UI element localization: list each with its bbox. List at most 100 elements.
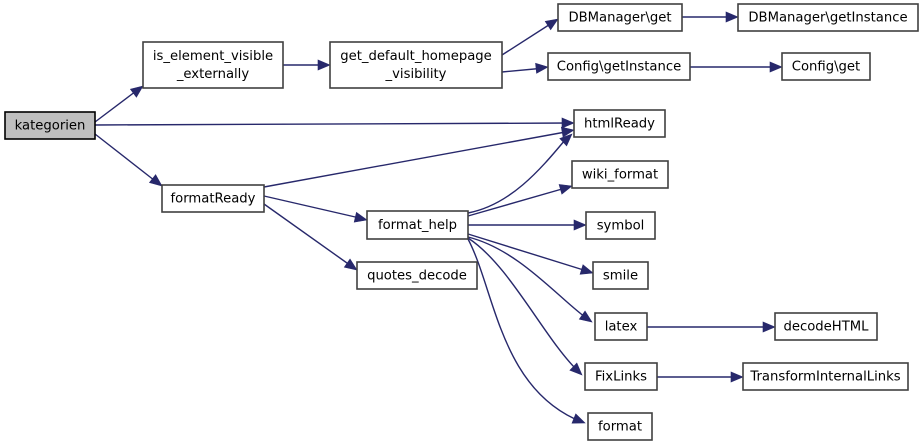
edge-get_default_homepage_visibility-to-config_getinstance [501,62,549,74]
arrowhead-icon [353,211,368,223]
node-label: format_help [378,218,457,233]
node-box[interactable] [737,3,919,32]
arrowhead-icon [569,362,583,376]
node-transforminternallinks[interactable]: TransformInternalLinks [742,362,909,391]
node-box[interactable] [571,160,669,189]
node-label: is_element_visible [153,49,273,64]
node-label: _visibility [385,67,447,82]
node-box[interactable] [4,111,96,140]
arrowhead-icon [317,59,331,71]
arrowhead-icon [148,174,163,187]
arrowhead-icon [560,126,575,138]
edge-kategorien-to-htmlready [94,117,575,129]
node-box[interactable] [366,210,469,240]
edge-kategorien-to-is_element_visible_externally [94,85,144,123]
node-smile[interactable]: smile [592,261,649,290]
node-label: _externally [176,67,250,82]
node-box[interactable] [781,52,871,81]
edge-formatready-to-format_help [263,195,368,223]
node-label: DBManager\getInstance [748,11,907,26]
node-box[interactable] [587,412,653,441]
node-config_getinstance[interactable]: Config\getInstance [547,52,691,81]
node-box[interactable] [592,261,649,290]
node-label: format [598,420,642,435]
node-dbmanager_getinstance[interactable]: DBManager\getInstance [737,3,919,32]
arrowhead-icon [535,62,549,74]
node-box[interactable] [557,3,683,32]
node-label: Config\getInstance [557,60,682,75]
node-decodehtml[interactable]: decodeHTML [774,312,878,341]
arrowhead-icon [762,321,776,333]
node-label: wiki_format [582,168,658,183]
arrowhead-icon [578,310,593,323]
edge-line [263,195,365,220]
node-box[interactable] [356,261,478,290]
node-kategorien[interactable]: kategorien [4,111,96,140]
node-label: DBManager\get [568,11,671,26]
node-latex[interactable]: latex [594,312,648,341]
node-box[interactable] [573,109,666,138]
node-format[interactable]: format [587,412,653,441]
node-box[interactable] [585,211,656,240]
node-label: symbol [597,219,645,234]
node-format_help[interactable]: format_help [366,210,469,240]
node-wiki_format[interactable]: wiki_format [571,160,669,189]
edge-is_element_visible_externally-to-get_default_homepage_visibility [283,59,331,71]
edge-line [263,203,355,269]
arrowhead-icon [571,413,586,424]
node-quotes_decode[interactable]: quotes_decode [356,261,478,290]
node-box[interactable] [594,312,648,341]
arrowhead-icon [561,117,575,129]
edge-format_help-to-latex [467,236,593,323]
node-box[interactable] [584,362,658,391]
node-dbmanager_get[interactable]: DBManager\get [557,3,683,32]
node-fixlinks[interactable]: FixLinks [584,362,658,391]
node-config_get[interactable]: Config\get [781,52,871,81]
edge-line [94,122,572,126]
node-htmlready[interactable]: htmlReady [573,109,666,138]
edge-line [467,237,580,373]
node-label: kategorien [15,119,86,134]
node-box[interactable] [142,41,284,89]
edge-format_help-to-smile [467,233,594,275]
arrowhead-icon [559,133,573,147]
node-formatready[interactable]: formatReady [161,184,265,213]
edge-format_help-to-fixlinks [467,237,583,376]
arrowhead-icon [573,219,587,231]
node-label: smile [603,269,638,284]
edge-line [467,233,591,273]
node-label: latex [605,320,638,335]
arrowhead-icon [558,184,573,195]
edge-format_help-to-htmlready [467,133,573,214]
node-box[interactable] [742,362,909,391]
node-label: htmlReady [584,117,655,132]
edge-line [263,130,572,188]
edge-line [467,238,583,423]
edge-line [501,20,556,56]
arrowhead-icon [769,61,783,73]
edge-get_default_homepage_visibility-to-dbmanager_get [501,18,559,56]
node-label: Config\get [792,60,860,75]
node-label: FixLinks [595,370,647,385]
edge-line [467,236,590,321]
node-box[interactable] [161,184,265,213]
arrowhead-icon [129,85,144,98]
arrowhead-icon [579,264,594,275]
arrowhead-icon [725,11,739,23]
arrowhead-icon [544,18,559,31]
edge-dbmanager_get-to-dbmanager_getinstance [682,11,739,23]
edge-line [94,133,160,185]
node-box[interactable] [774,312,878,341]
node-label: TransformInternalLinks [749,370,900,385]
node-box[interactable] [547,52,691,81]
node-box[interactable] [329,41,503,89]
node-is_element_visible_externally[interactable]: is_element_visible _externally [142,41,284,89]
edge-fixlinks-to-transforminternallinks [657,371,744,383]
node-label: get_default_homepage [340,49,492,64]
edge-line [467,139,566,214]
node-label: formatReady [171,192,256,207]
node-get_default_homepage_visibility[interactable]: get_default_homepage _visibility [329,41,503,89]
node-symbol[interactable]: symbol [585,211,656,240]
nodes-layer: kategorien is_element_visible _externally g… [4,3,919,441]
